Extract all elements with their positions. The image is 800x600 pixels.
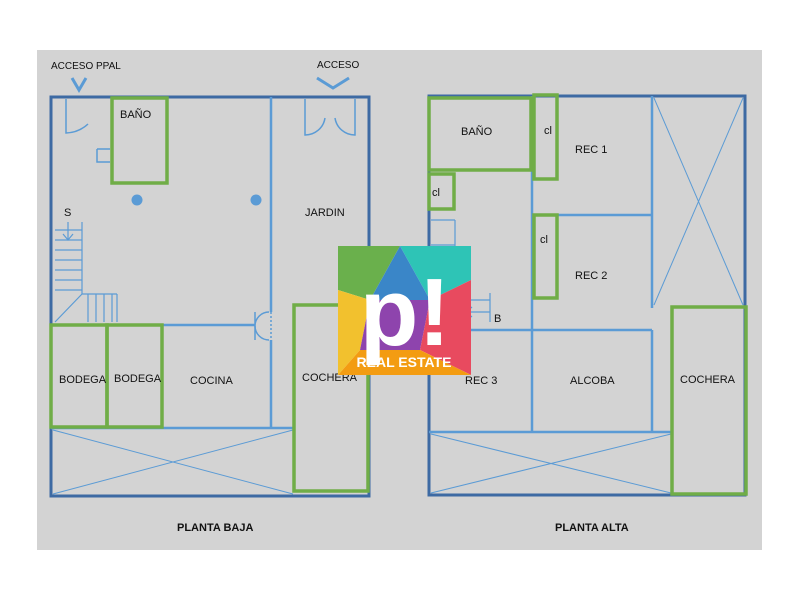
pb-door-swings <box>65 99 356 341</box>
label-stairs-s: S <box>64 207 71 219</box>
label-pa-bano: BAÑO <box>461 125 493 138</box>
light-fixture-icon <box>250 194 262 206</box>
planta-baja: ACCESO PPAL ACCESO BAÑO S JARDIN BODEGA … <box>49 60 371 534</box>
real-estate-logo: p! REAL ESTATE <box>338 246 471 375</box>
label-bodega-2: BODEGA <box>114 373 162 385</box>
label-cocina: COCINA <box>190 375 233 387</box>
title-planta-alta: PLANTA ALTA <box>555 522 629 534</box>
label-closet-3: cl <box>540 234 548 246</box>
entrance-arrow-icon <box>70 77 88 93</box>
pb-stairs <box>54 222 118 323</box>
label-pa-cochera: COCHERA <box>680 374 736 386</box>
pa-interior-walls <box>429 96 744 494</box>
label-closet-2: cl <box>432 187 440 199</box>
pa-highlighted-rooms <box>427 93 748 496</box>
entrance-arrow-icon <box>316 76 350 90</box>
title-planta-baja: PLANTA BAJA <box>177 522 253 534</box>
label-acceso-ppal: ACCESO PPAL <box>51 61 121 72</box>
label-jardin: JARDIN <box>305 207 345 219</box>
label-bodega-1: BODEGA <box>59 374 107 386</box>
light-fixture-icon <box>131 194 143 206</box>
label-alcoba: ALCOBA <box>570 375 615 387</box>
label-closet-1: cl <box>544 125 552 137</box>
logo-caption: REAL ESTATE <box>357 354 452 370</box>
label-rec-3: REC 3 <box>465 375 497 387</box>
label-acceso: ACCESO <box>317 60 359 71</box>
label-rec-2: REC 2 <box>575 270 607 282</box>
pb-highlighted-rooms <box>49 96 370 493</box>
logo-mark: p! <box>360 259 451 366</box>
label-bano: BAÑO <box>120 108 152 121</box>
label-stairs-b: B <box>494 313 501 325</box>
label-rec-1: REC 1 <box>575 144 607 156</box>
